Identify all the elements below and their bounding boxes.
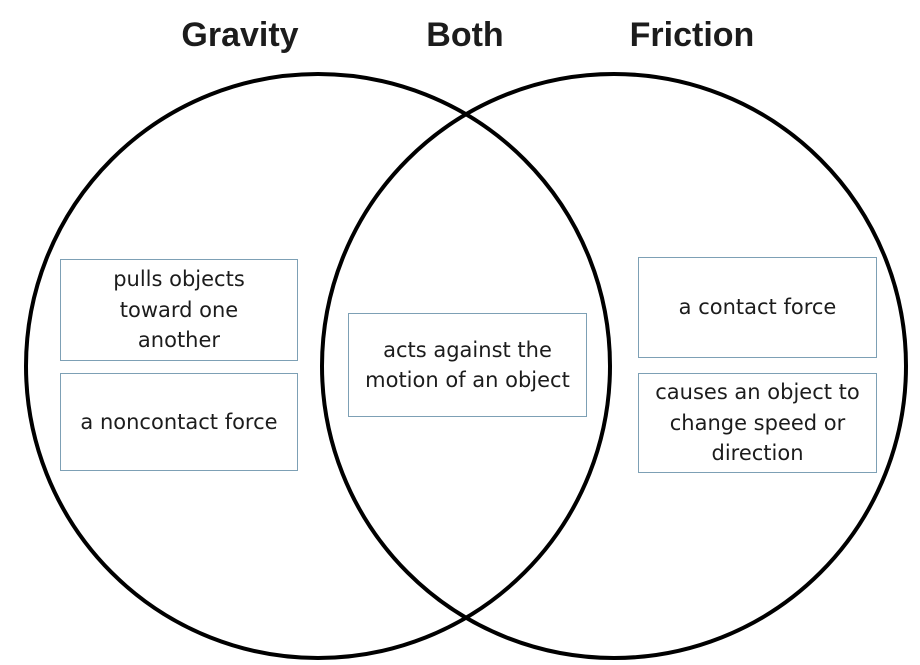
card-text: acts against the motion of an object xyxy=(365,337,570,392)
card-text: causes an object to change speed or dire… xyxy=(655,380,860,466)
both-card-acts-against-motion[interactable]: acts against the motion of an object xyxy=(348,313,587,417)
gravity-card-pulls-objects[interactable]: pulls objects toward one another xyxy=(60,259,298,361)
card-text: a contact force xyxy=(678,295,837,320)
both-heading: Both xyxy=(426,16,504,54)
friction-card-change-speed-direction[interactable]: causes an object to change speed or dire… xyxy=(638,373,877,473)
gravity-card-noncontact-force[interactable]: a noncontact force xyxy=(60,373,298,471)
card-text: pulls objects toward one another xyxy=(113,267,245,353)
gravity-heading: Gravity xyxy=(181,16,299,54)
gravity-circle xyxy=(24,72,612,660)
friction-circle xyxy=(320,72,908,660)
friction-heading: Friction xyxy=(629,16,755,54)
friction-card-contact-force[interactable]: a contact force xyxy=(638,257,877,358)
card-text: a noncontact force xyxy=(80,409,278,434)
